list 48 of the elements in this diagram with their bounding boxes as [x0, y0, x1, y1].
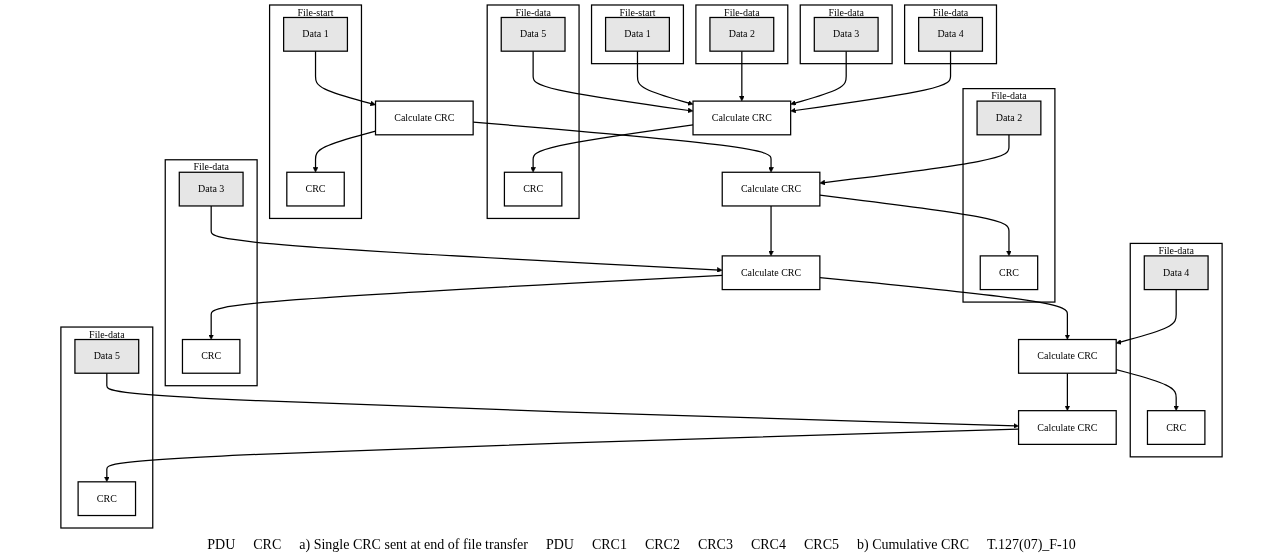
label-text: CRC3 — [697, 537, 733, 553]
arrow — [790, 50, 847, 106]
node-box: Data 4 — [1143, 255, 1209, 291]
node-box: Calculate CRC — [692, 100, 792, 136]
node-box: CRC — [77, 481, 137, 517]
node-box: Data 3 — [813, 16, 879, 52]
arrow — [768, 205, 774, 257]
node-box: Calculate CRC — [1017, 410, 1117, 445]
arrow — [530, 124, 694, 173]
node-box: Calculate CRC — [721, 171, 821, 207]
node-box: Calculate CRC — [721, 255, 821, 291]
arrow — [819, 134, 1010, 186]
label-text: CRC — [253, 537, 282, 553]
label-text: PDU — [545, 537, 574, 553]
node-box: Data 5 — [500, 16, 566, 52]
node-box: CRC — [503, 171, 563, 207]
label-text: CRC5 — [803, 537, 839, 553]
arrow — [819, 276, 1071, 340]
node-box: Data 1 — [283, 16, 349, 52]
arrow — [819, 194, 1012, 257]
node-box: Data 3 — [178, 171, 244, 207]
label-text: CRC4 — [750, 537, 786, 553]
node-box: Data 2 — [709, 16, 775, 52]
label-text: b) Cumulative CRC — [856, 537, 969, 553]
label-text: CRC2 — [644, 537, 680, 553]
label-text: PDU — [207, 537, 236, 553]
label-text: a) Single CRC sent at end of file transfer — [299, 537, 528, 553]
arrow — [1064, 372, 1071, 411]
node-box: CRC — [286, 171, 345, 207]
node-box: Data 2 — [976, 100, 1042, 136]
node-box: Data 1 — [604, 16, 670, 52]
node-box: Calculate CRC — [1017, 338, 1117, 374]
arrow — [106, 372, 1019, 429]
arrow — [790, 50, 952, 114]
arrow — [210, 205, 723, 273]
node-box: CRC — [979, 255, 1039, 291]
node-box: Data 5 — [74, 338, 140, 374]
arrow — [532, 50, 694, 114]
arrow — [636, 50, 694, 106]
arrow — [314, 50, 376, 107]
label-text: CRC1 — [591, 537, 627, 553]
arrow — [739, 50, 745, 102]
node-box: Data 4 — [918, 16, 984, 52]
node-box: Calculate CRC — [374, 100, 474, 136]
arrow — [208, 274, 723, 340]
node-box: CRC — [1146, 410, 1206, 445]
label-text: T.127(07)_F-10 — [986, 537, 1076, 553]
node-box: CRC — [181, 338, 241, 374]
